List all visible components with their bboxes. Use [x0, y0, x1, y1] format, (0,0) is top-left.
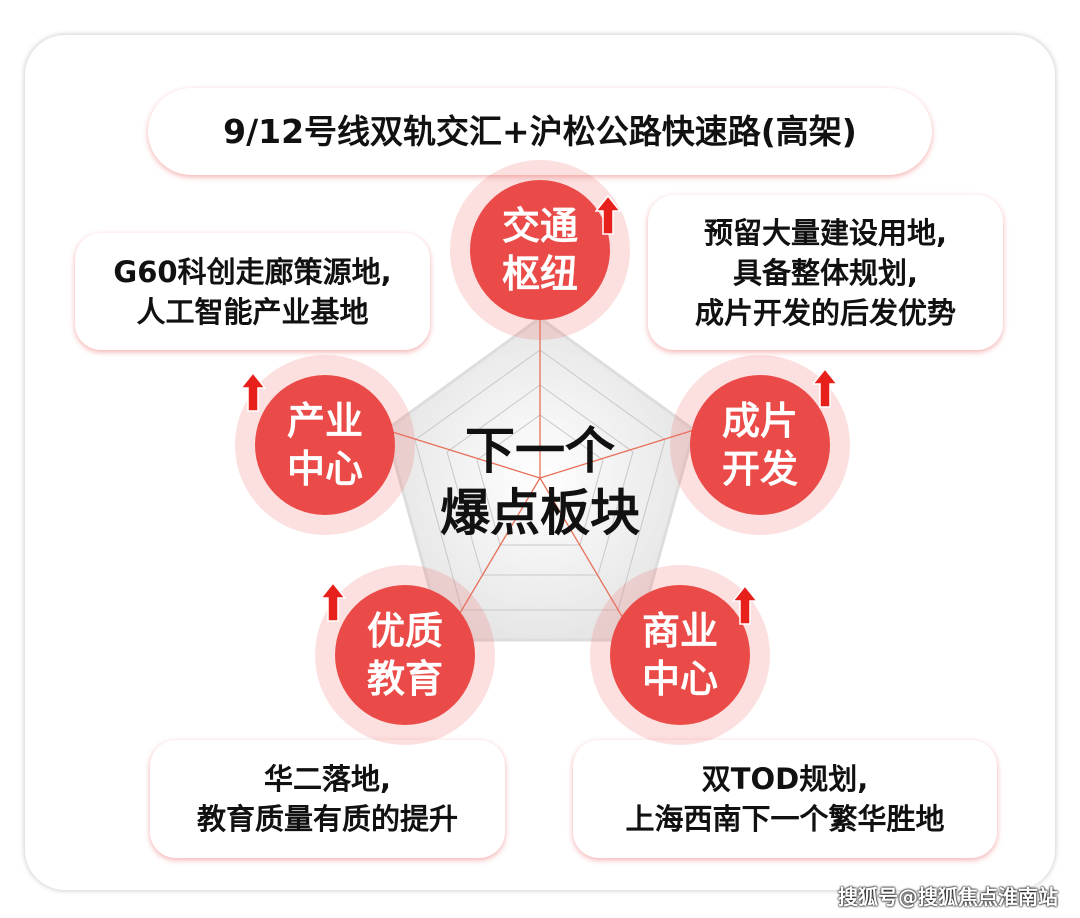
node-commerce: 商业中心	[610, 585, 750, 725]
box-industry: G60科创走廊策源地, 人工智能产业基地	[75, 233, 430, 350]
center-line: 下一个	[465, 422, 615, 480]
up-arrow-icon	[732, 585, 758, 625]
box-line: 华二落地,	[263, 762, 392, 796]
top-banner: 9/12号线双轨交汇+沪松公路快速路(高架)	[148, 88, 932, 175]
node-transport: 交通枢纽	[470, 180, 610, 320]
node-development: 成片开发	[690, 375, 830, 515]
box-line: 具备整体规划,	[732, 255, 919, 290]
box-line: 人工智能产业基地	[136, 294, 369, 329]
box-line: G60科创走廊策源地,	[113, 254, 392, 289]
node-label: 交通	[501, 204, 578, 248]
node-label: 中心	[641, 657, 718, 701]
up-arrow-icon	[812, 368, 838, 408]
box-line: 上海西南下一个繁华胜地	[625, 802, 945, 836]
banner-text: 9/12号线双轨交汇+沪松公路快速路(高架)	[223, 111, 857, 151]
node-label: 商业	[641, 609, 718, 653]
box-line: 教育质量有质的提升	[196, 802, 458, 836]
center-line: 爆点板块	[440, 484, 640, 542]
box-line: 预留大量建设用地,	[703, 215, 948, 250]
box-development: 预留大量建设用地, 具备整体规划, 成片开发的后发优势	[648, 195, 1003, 350]
up-arrow-icon	[320, 582, 346, 622]
node-industry: 产业中心	[255, 375, 395, 515]
node-label: 成片	[721, 399, 798, 443]
watermark: 搜狐号@搜狐焦点淮南站	[838, 885, 1058, 909]
node-label: 中心	[286, 447, 363, 491]
box-education: 华二落地, 教育质量有质的提升	[150, 740, 505, 858]
box-commerce: 双TOD规划, 上海西南下一个繁华胜地	[573, 740, 997, 858]
center-title: 下一个 爆点板块	[410, 420, 670, 544]
node-label: 枢纽	[501, 252, 578, 296]
up-arrow-icon	[240, 372, 266, 412]
box-line: 双TOD规划,	[701, 762, 869, 796]
node-education: 优质教育	[335, 585, 475, 725]
up-arrow-icon	[595, 195, 621, 235]
box-line: 成片开发的后发优势	[694, 295, 956, 330]
node-label: 教育	[366, 657, 443, 701]
node-label: 产业	[286, 399, 363, 443]
node-label: 优质	[366, 609, 443, 653]
node-label: 开发	[721, 447, 798, 491]
